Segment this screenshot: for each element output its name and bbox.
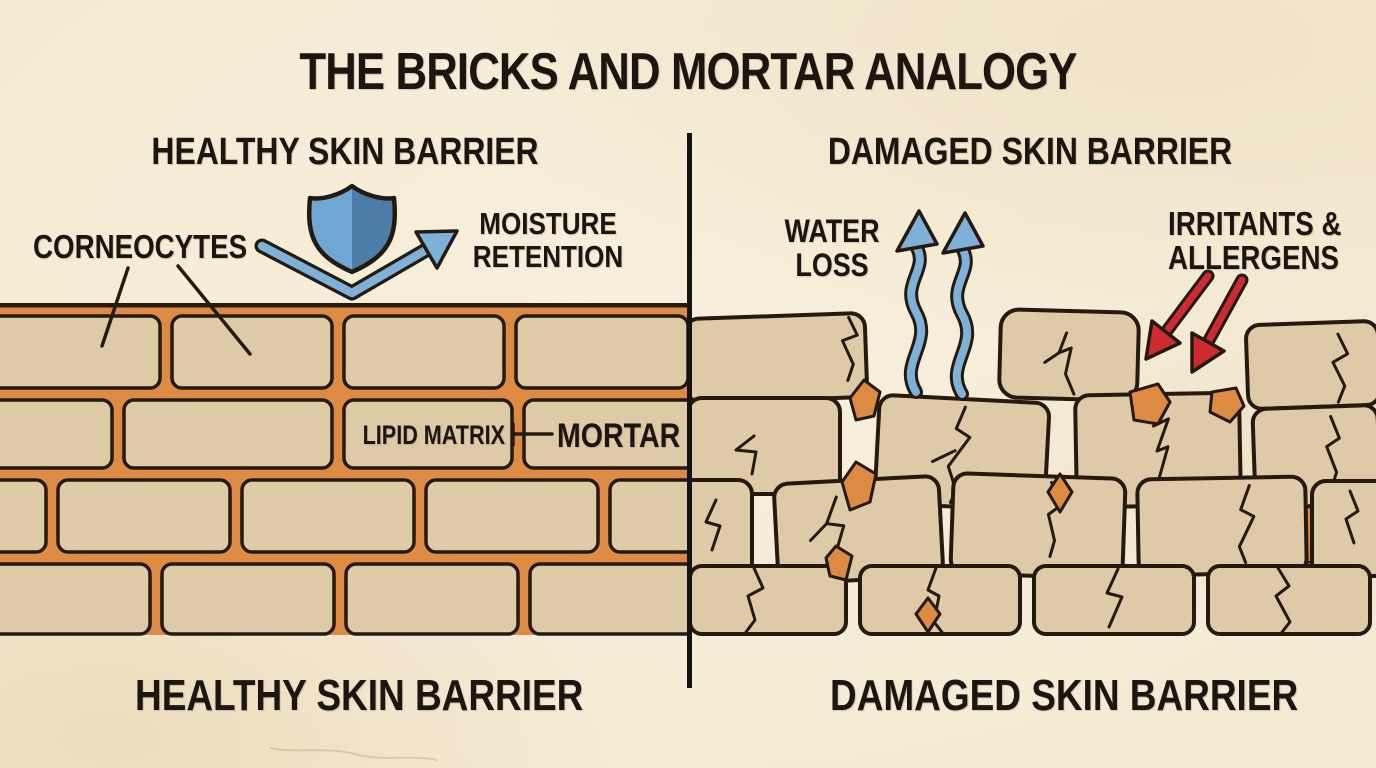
page-title: THE BRICKS AND MORTAR ANALOGY [299,43,1077,101]
damaged-brick [858,564,1022,636]
irritants-line2: ALLERGENS [1168,239,1339,276]
brick [0,398,114,470]
corneocytes-label: CORNEOCYTES [33,228,248,265]
brick [56,478,232,554]
mortar-label: MORTAR [557,417,681,455]
brick [170,314,334,390]
irritant-arrows [1144,269,1249,374]
shield-icon [307,183,397,275]
damaged-section-header: DAMAGED SKIN BARRIER [827,131,1233,173]
brick [0,314,162,390]
irritants-line1: IRRITANTS & [1168,205,1342,242]
divider-line [687,133,692,688]
healthy-wall [0,303,688,636]
mortar-fragments [824,378,1246,634]
red-down-arrow-icon [1190,273,1249,374]
paper-blemish [269,747,438,761]
moisture-retention-label: MOISTURE RETENTION [470,207,626,273]
damaged-brick [1206,564,1372,636]
moisture-retention-line2: RETENTION [472,239,624,274]
brick [344,562,520,636]
damaged-brick [997,307,1141,403]
wavy-up-arrow-icon [895,209,939,399]
damaged-brick [690,478,754,578]
damaged-footer-label: DAMAGED SKIN BARRIER [830,671,1299,720]
damaged-brick [690,396,842,496]
damaged-brick [948,471,1128,581]
irritants-allergens-label: IRRITANTS & ALLERGENS [1168,205,1342,276]
deflect-swoosh-arrow-icon [254,229,459,301]
damaged-brick [690,564,848,636]
red-down-arrow-icon [1144,269,1215,361]
water-loss-arrows [895,209,985,401]
healthy-footer-label: HEALTHY SKIN BARRIER [135,671,584,720]
brick [0,478,48,554]
moisture-retention-line1: MOISTURE [479,206,617,241]
damaged-brick [1244,319,1376,411]
brick [0,562,152,636]
water-loss-line1: WATER [784,213,880,249]
brick [160,562,336,636]
brick [122,398,334,470]
water-loss-label: WATER LOSS [778,214,886,282]
water-loss-line2: LOSS [795,247,869,283]
wavy-up-arrow-icon [941,211,985,401]
brick [342,314,506,390]
damaged-wall [690,307,1376,636]
brick [514,314,688,390]
brick [528,562,688,636]
brick [424,478,600,554]
brick [240,478,416,554]
damaged-brick [1032,564,1196,636]
corneocyte-leader-lines [100,264,252,356]
mortar-connector-line [511,422,554,447]
lipid-matrix-label: LIPID MATRIX [362,420,505,450]
damaged-brick [1310,479,1376,578]
brick [608,478,688,554]
damaged-brick [690,311,869,405]
healthy-section-header: HEALTHY SKIN BARRIER [151,131,539,173]
damaged-brick [1135,474,1309,578]
